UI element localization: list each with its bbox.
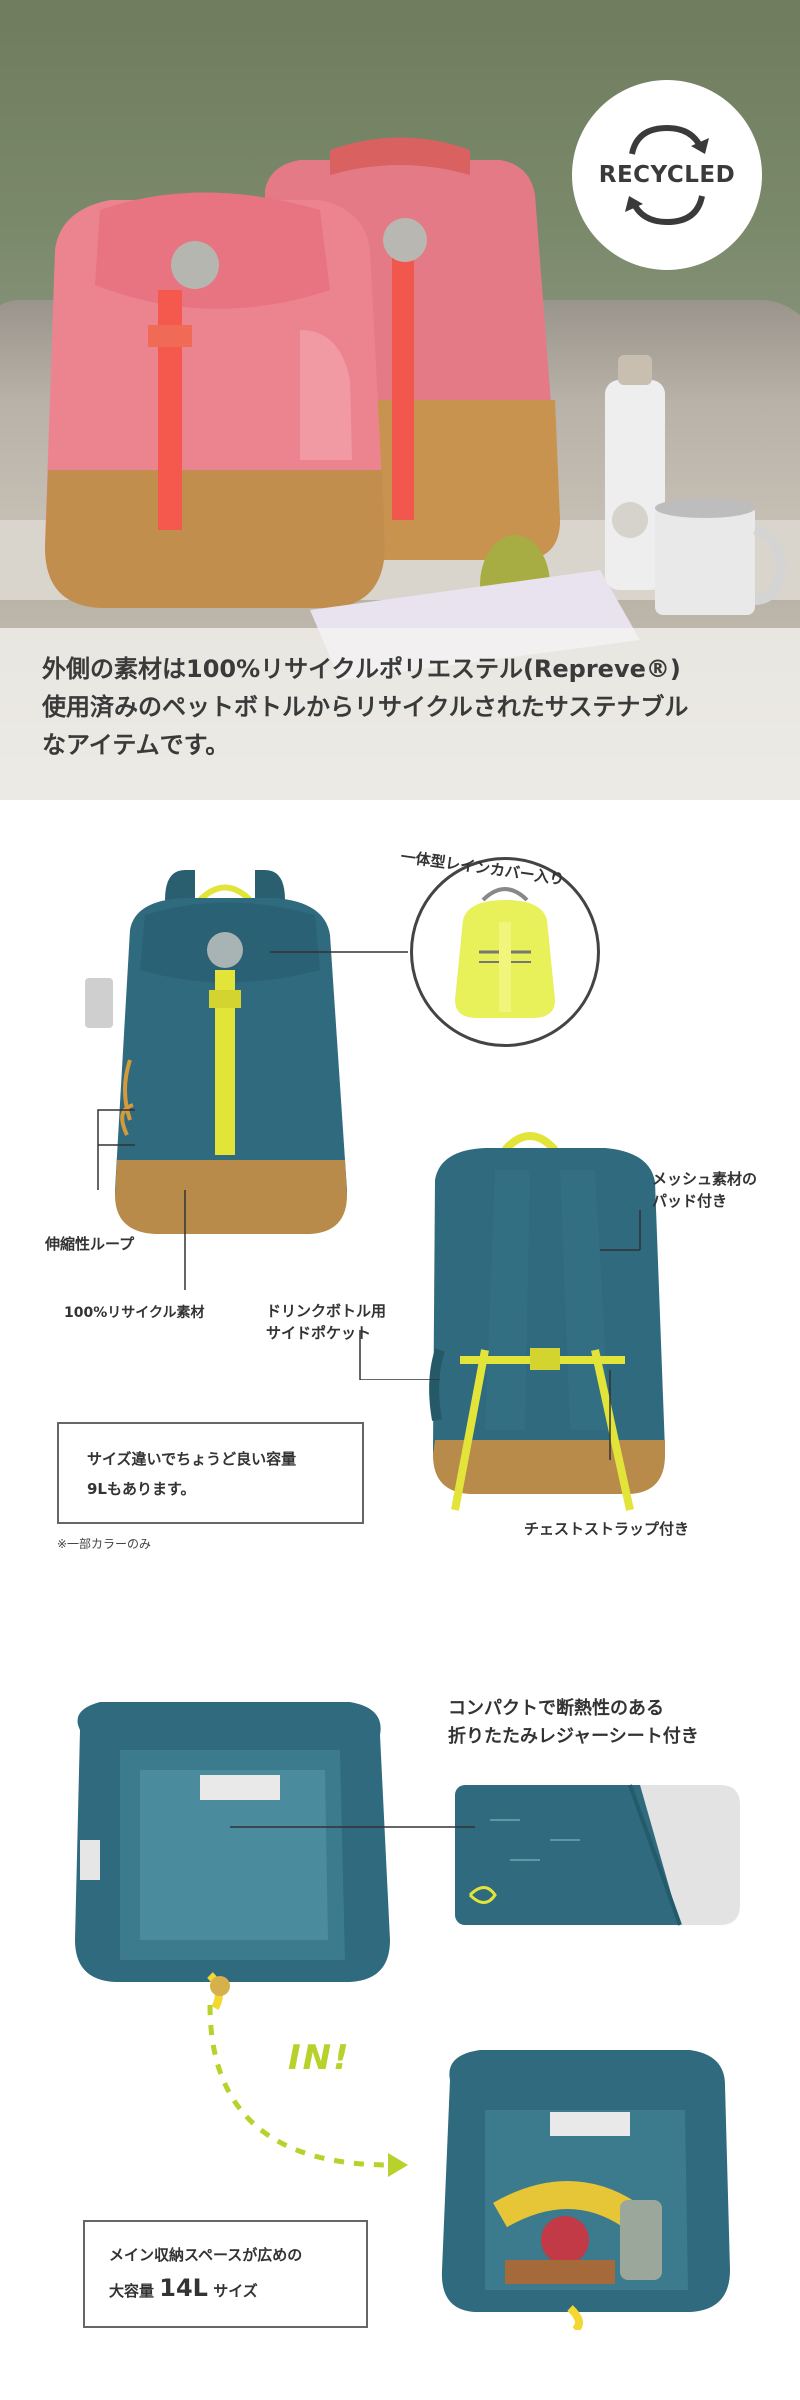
leisure-sheet-image [455,1784,740,1926]
open-bag-top-image [75,1702,390,2010]
rain-cover-image [455,887,555,1018]
leisure-sheet-label: コンパクトで断熱性のある 折りたたみレジャーシート付き [448,1695,699,1751]
recycled-badge: RECYCLED [572,80,762,270]
pink-backpacks-image [45,137,786,680]
teal-backpack-front-image [85,870,347,1234]
capacity-line-2: 大容量 14L サイズ [109,2270,342,2309]
capacity-value: 14L [159,2274,208,2302]
recycled-badge-text: RECYCLED [598,162,736,188]
inside-leader-line [230,1826,475,1828]
mesh-pad-label-line-2: パッド付き [652,1192,728,1210]
rain-cover-circle [410,857,600,1047]
teal-backpack-back-image [429,1132,665,1511]
hero-text-line-1: 外側の素材は100%リサイクルポリエステル(Repreve®) [42,655,681,683]
bottle-pocket-label-line-2: サイドポケット [266,1324,372,1342]
feature-leader-lines-2 [609,1370,611,1460]
size-info-line-1: サイズ違いでちょうど良い容量 [87,1450,297,1468]
elastic-loop-label: 伸縮性ループ [45,1235,135,1253]
recycled-material-label: 100%リサイクル素材 [64,1305,205,1321]
capacity-info-box: メイン収納スペースが広めの 大容量 14L サイズ [83,2220,368,2328]
size-info-box: サイズ違いでちょうど良い容量 9Lもあります。 [57,1422,364,1524]
hero-section: RECYCLED 外側の素材は100%リサイクルポリエステル(Repreve®)… [0,0,800,800]
hero-text-line-2: 使用済みのペットボトルからリサイクルされたサステナブル [42,693,689,721]
feature-leader-lines [97,951,641,1380]
hero-text-band [0,628,800,800]
color-note: ※一部カラーのみ [57,1537,152,1551]
size-info-line-2: 9Lもあります。 [87,1480,196,1498]
recycle-arrow-top-icon [629,124,709,155]
mesh-pad-label: メッシュ素材の パッド付き [652,1168,757,1212]
leisure-sheet-label-line-1: コンパクトで断熱性のある [448,1698,664,1719]
bottle-pocket-label-line-1: ドリンクボトル用 [266,1302,387,1320]
leisure-sheet-label-line-2: 折りたたみレジャーシート付き [448,1726,699,1747]
bottle-pocket-label: ドリンクボトル用 サイドポケット [266,1300,386,1344]
recycle-arrow-bottom-icon [625,195,705,226]
capacity-suffix: サイズ [213,2282,258,2300]
capacity-line-1: メイン収納スペースが広めの [109,2246,303,2264]
in-label: IN! [288,2038,351,2078]
hero-description: 外側の素材は100%リサイクルポリエステル(Repreve®) 使用済みのペット… [42,650,762,764]
dashed-arrow-icon [207,2004,408,2177]
hero-text-line-3: なアイテムです。 [42,731,230,759]
mesh-pad-label-line-1: メッシュ素材の [652,1170,758,1188]
packed-bag-image [441,2050,730,2330]
chest-strap-label: チェストストラップ付き [524,1520,690,1538]
capacity-prefix: 大容量 [109,2282,155,2300]
